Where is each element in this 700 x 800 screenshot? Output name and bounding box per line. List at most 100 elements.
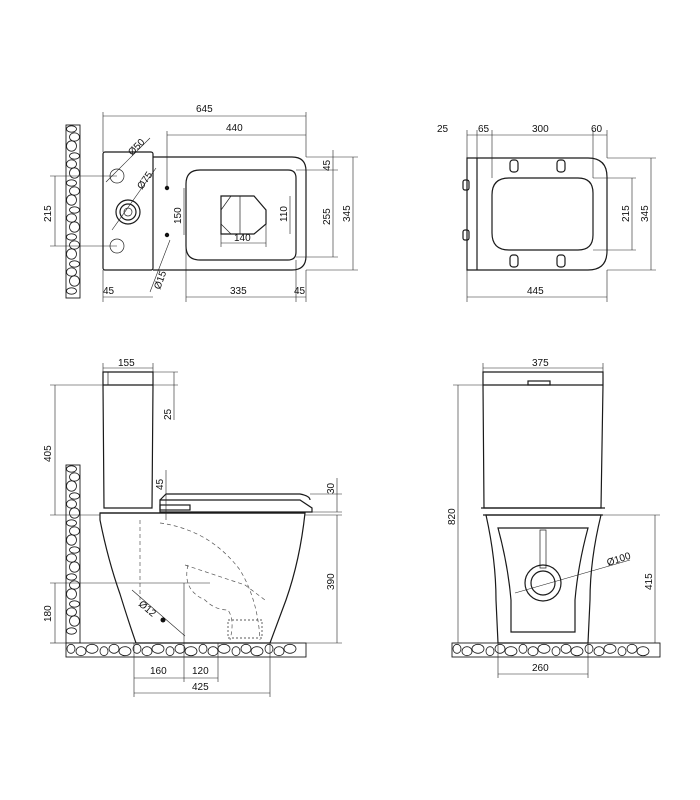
floor-stone xyxy=(626,643,638,654)
dim-65-seat: 65 xyxy=(478,124,490,135)
hinge-top xyxy=(462,179,470,191)
floor-stone xyxy=(560,643,572,654)
dim-45-left: 45 xyxy=(103,286,115,297)
dim-375: 375 xyxy=(532,358,549,369)
top-view: 645 440 45 255 345 215 150 110 140 45 33… xyxy=(43,104,358,302)
wall-stone xyxy=(69,546,80,554)
floor-stone xyxy=(264,643,274,654)
seat-bumper-1 xyxy=(509,159,519,173)
dim-140: 140 xyxy=(234,233,251,244)
wall-stone xyxy=(69,167,80,179)
tank-top-outline xyxy=(102,151,154,271)
floor-stone xyxy=(132,643,142,654)
fixing-dot-lower xyxy=(164,232,170,238)
tank-side-outline xyxy=(102,371,154,509)
dim-645: 645 xyxy=(196,104,213,115)
front-view: Ø100 375 820 415 260 xyxy=(447,358,661,678)
floor-stone xyxy=(283,643,297,654)
dim-215-left: 215 xyxy=(43,205,54,222)
wall-stone xyxy=(66,499,77,509)
outlet-front-inner xyxy=(530,570,556,596)
dim-820: 820 xyxy=(447,508,458,525)
flush-button-outer xyxy=(115,199,141,225)
dim-45-top: 45 xyxy=(322,159,333,171)
wall-stone xyxy=(66,573,77,581)
floor-stone xyxy=(527,646,539,657)
wall-stone xyxy=(66,125,77,133)
wall-stone xyxy=(69,152,80,160)
wall-stone xyxy=(66,607,77,617)
dim-335: 335 xyxy=(230,286,247,297)
dim-215-seat: 215 xyxy=(621,205,632,222)
trap-dashed xyxy=(139,520,266,641)
floor-stone xyxy=(485,646,495,657)
dim-120: 120 xyxy=(192,666,209,677)
floor-stone xyxy=(165,646,175,657)
seat-outer-outline xyxy=(466,157,608,271)
dim-25-seat: 25 xyxy=(437,124,449,135)
wall-stone xyxy=(69,221,80,233)
seat-bumper-4 xyxy=(556,254,566,268)
dim-o100: Ø100 xyxy=(606,551,633,569)
dim-25-side: 25 xyxy=(163,408,174,420)
dim-180: 180 xyxy=(43,605,54,622)
wall-stone xyxy=(69,186,80,196)
floor-stone xyxy=(504,646,518,657)
floor-stone xyxy=(231,646,241,657)
dim-415: 415 xyxy=(644,573,655,590)
dim-255: 255 xyxy=(322,208,333,225)
floor-stone xyxy=(636,646,650,657)
dim-300-seat: 300 xyxy=(532,124,549,135)
wall-stone xyxy=(66,140,77,152)
floor-stone xyxy=(198,643,208,654)
floor-stone xyxy=(603,643,617,654)
dim-405: 405 xyxy=(43,445,54,462)
floor-stone xyxy=(452,643,462,654)
wall-stone xyxy=(66,627,77,635)
wall-top-view xyxy=(65,124,81,299)
dim-45-right: 45 xyxy=(294,286,306,297)
wall-stone xyxy=(66,267,77,277)
floor-stone xyxy=(273,646,285,657)
side-view: Ø12 155 25 405 45 30 390 180 1 xyxy=(43,358,342,697)
wall-stone xyxy=(69,507,80,519)
floor-stone xyxy=(75,646,87,657)
wall-stone xyxy=(69,240,80,250)
hinge-bottom xyxy=(462,229,470,241)
dim-260: 260 xyxy=(532,663,549,674)
floor-stone xyxy=(184,646,198,657)
dim-445-seat: 445 xyxy=(527,286,544,297)
dim-425: 425 xyxy=(192,682,209,693)
floor-stone xyxy=(617,646,627,657)
dim-440: 440 xyxy=(226,123,243,134)
seat-view: 25 65 300 60 215 345 445 xyxy=(437,124,656,302)
dim-60-seat: 60 xyxy=(591,124,603,135)
wall-stone xyxy=(69,132,80,142)
wall-stone xyxy=(66,179,77,187)
floor-stone xyxy=(570,646,584,657)
floor-stone xyxy=(461,646,473,657)
outlet-front-outer xyxy=(524,564,562,602)
dim-155: 155 xyxy=(118,358,135,369)
floor-stone xyxy=(593,646,605,657)
wall-stone xyxy=(69,615,80,627)
wall-stone xyxy=(69,275,80,287)
dim-110: 110 xyxy=(279,206,290,222)
wall-stone xyxy=(66,588,77,600)
floor-stone xyxy=(584,643,594,654)
wall-stone xyxy=(66,287,77,295)
floor-stone xyxy=(537,643,551,654)
wall-stone xyxy=(66,519,77,527)
wall-stone xyxy=(66,553,77,563)
floor-stone xyxy=(250,646,264,657)
floor-stone xyxy=(66,643,76,654)
wall-stone xyxy=(66,465,77,473)
floor-stone xyxy=(151,643,165,654)
floor-stone xyxy=(174,643,186,654)
wall-stone xyxy=(69,600,80,608)
dim-345-seat: 345 xyxy=(640,205,651,222)
wall-stone xyxy=(66,248,77,260)
dim-345: 345 xyxy=(342,205,353,222)
wall-stone xyxy=(69,526,80,536)
